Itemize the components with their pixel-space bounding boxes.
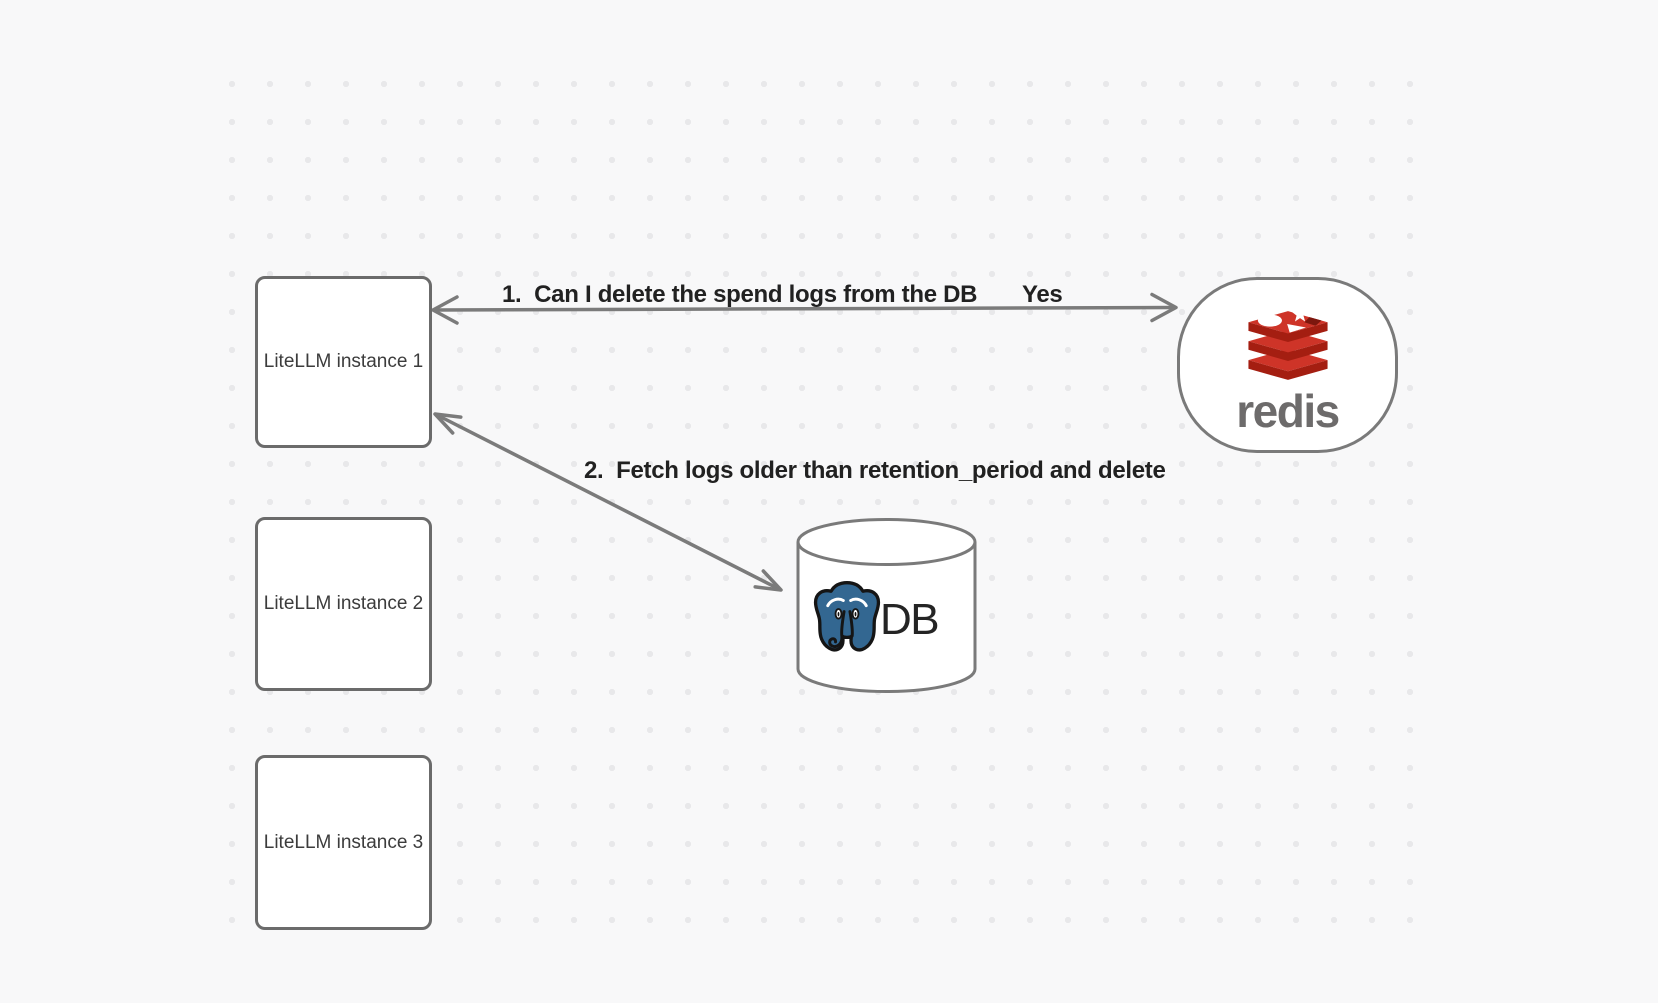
node-litellm-instance-2-label: LiteLLM instance 2 [263,593,424,614]
node-litellm-instance-3-label: LiteLLM instance 3 [263,831,424,853]
redis-wordmark: redis [1236,385,1340,437]
node-litellm-instance-1-label: LiteLLM instance 1 [263,351,424,372]
edge1-label: 1. Can I delete the spend logs from the … [502,281,978,308]
edge2-label: 2. Fetch logs older than retention_perio… [584,457,1166,484]
edge-instance1-redis-arrow [431,292,1178,325]
node-redis: redis [1177,277,1398,453]
postgresql-elephant-icon [813,581,881,652]
node-litellm-instance-3: LiteLLM instance 3 [255,755,432,930]
node-litellm-instance-2: LiteLLM instance 2 [255,517,432,691]
edge-instance1-db-arrow [433,412,783,592]
db-label: DB [880,595,940,644]
redis-logo-icon [1247,305,1328,380]
db-cylinder [796,518,977,693]
edge1-response-label: Yes [1022,281,1063,308]
node-litellm-instance-1: LiteLLM instance 1 [255,276,432,448]
